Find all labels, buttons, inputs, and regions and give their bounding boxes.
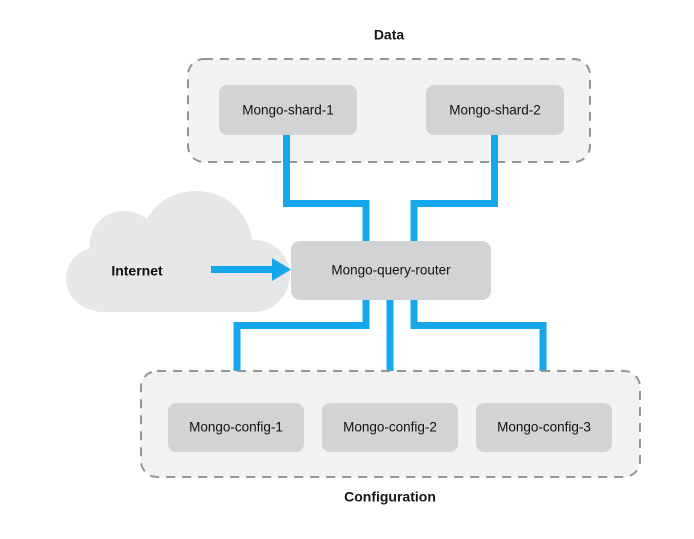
node-mongo-shard-1-box[interactable] <box>219 85 357 135</box>
node-mongo-config-3-box[interactable] <box>476 403 612 452</box>
group-data-label: Data <box>374 27 405 43</box>
node-mongo-shard-1-label: Mongo-shard-1 <box>242 103 334 118</box>
group-configuration-label: Configuration <box>344 489 436 505</box>
connector-router-to-config3 <box>410 294 547 414</box>
internet-cloud: Internet <box>66 191 290 312</box>
node-mongo-config-3-label: Mongo-config-3 <box>497 420 591 435</box>
node-mongo-shard-2-label: Mongo-shard-2 <box>449 103 541 118</box>
connector-shard2-to-router <box>410 112 498 247</box>
internet-cloud-label: Internet <box>111 263 163 279</box>
node-mongo-config-2[interactable]: Mongo-config-2 <box>322 403 458 452</box>
node-mongo-config-1-label: Mongo-config-1 <box>189 420 283 435</box>
node-mongo-query-router-label: Mongo-query-router <box>331 263 451 278</box>
connector-router-to-config1 <box>233 294 370 414</box>
node-mongo-config-2-box[interactable] <box>322 403 458 452</box>
node-mongo-shard-1[interactable]: Mongo-shard-1 <box>219 85 357 135</box>
node-mongo-config-2-label: Mongo-config-2 <box>343 420 437 435</box>
arrow-head-icon <box>272 258 291 281</box>
node-mongo-shard-2[interactable]: Mongo-shard-2 <box>426 85 564 135</box>
node-mongo-query-router-box[interactable] <box>291 241 491 300</box>
connector-shard1-to-router <box>283 112 370 247</box>
node-mongo-config-3[interactable]: Mongo-config-3 <box>476 403 612 452</box>
node-mongo-shard-2-box[interactable] <box>426 85 564 135</box>
node-mongo-config-1[interactable]: Mongo-config-1 <box>168 403 304 452</box>
node-mongo-config-1-box[interactable] <box>168 403 304 452</box>
node-mongo-query-router[interactable]: Mongo-query-router <box>291 241 491 300</box>
connector-internet-to-router <box>211 258 291 281</box>
cloud-icon <box>66 191 290 312</box>
